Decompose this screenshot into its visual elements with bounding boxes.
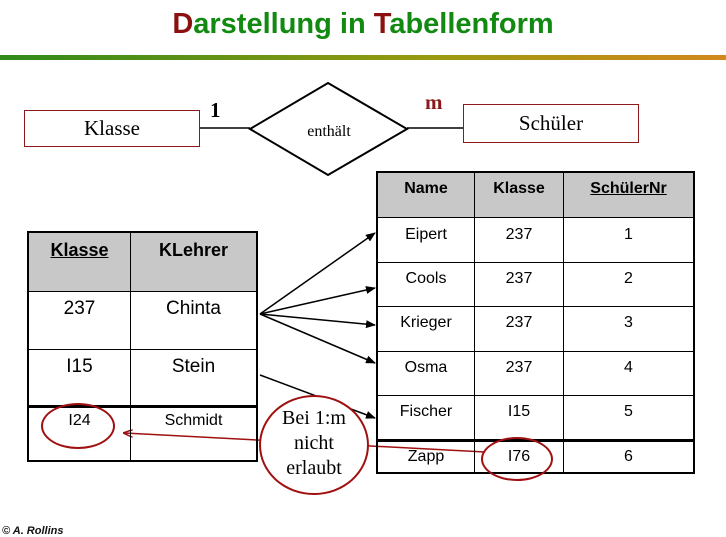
klasse-header-klehrer: KLehrer <box>130 231 258 292</box>
schueler-klasse-cell: 237 <box>474 261 564 307</box>
title-divider <box>0 55 726 60</box>
title-initial-d: D <box>172 8 194 40</box>
note-circle <box>259 395 369 495</box>
schueler-name-cell: Krieger <box>376 305 475 352</box>
entity-klasse: Klasse <box>24 110 200 147</box>
entity-schueler: Schüler <box>463 104 639 143</box>
title-initial-t: T <box>373 8 390 40</box>
schueler-header-klasse: Klasse <box>474 171 564 218</box>
schueler-name-cell: Zapp <box>376 439 475 474</box>
schueler-header-name: Name <box>376 171 475 218</box>
invalid-value-circle-i76 <box>481 437 553 481</box>
page-title: Darstellung in Tabellenform <box>0 8 726 41</box>
klasse-cell: 237 <box>27 290 131 350</box>
title-part-1: arstellung in <box>193 8 374 40</box>
fk-arrow-2 <box>259 286 376 315</box>
cardinality-many: m <box>425 90 443 114</box>
schueler-name-cell: Eipert <box>376 216 475 263</box>
copyright: © A. Rollins <box>2 525 64 537</box>
relationship-label: enthält <box>307 123 351 140</box>
schueler-table: Name Klasse SchülerNr Eipert 237 1 Cools… <box>376 171 695 474</box>
schueler-nr-cell: 2 <box>563 261 695 307</box>
schueler-nr-cell: 3 <box>563 305 695 352</box>
schueler-nr-cell: 5 <box>563 394 695 441</box>
cardinality-one: 1 <box>210 98 221 122</box>
schueler-klasse-cell: 237 <box>474 350 564 396</box>
schueler-name-cell: Cools <box>376 261 475 307</box>
fk-arrow-3 <box>259 313 376 329</box>
invalid-value-circle-i24 <box>41 403 115 449</box>
klehrer-cell: Stein <box>130 348 258 407</box>
note-line-3: erlaubt <box>286 457 342 479</box>
klasse-table: Klasse KLehrer 237 Chinta I15 Stein I24 … <box>27 231 258 462</box>
schueler-nr-cell: 1 <box>563 216 695 263</box>
schueler-header-nr: SchülerNr <box>563 171 695 218</box>
title-part-2: abellenform <box>389 8 554 40</box>
note-text: Bei 1:m nicht erlaubt <box>259 406 369 481</box>
fk-arrow-4 <box>259 313 376 364</box>
schueler-nr-cell: 4 <box>563 350 695 396</box>
note-line-1: Bei 1:m <box>282 407 346 429</box>
note-line-2: nicht <box>294 432 334 454</box>
schueler-name-cell: Fischer <box>376 394 475 441</box>
klehrer-cell: Schmidt <box>130 405 258 462</box>
schueler-name-cell: Osma <box>376 350 475 396</box>
schueler-klasse-cell: 237 <box>474 305 564 352</box>
klasse-cell: I15 <box>27 348 131 407</box>
klehrer-cell: Chinta <box>130 290 258 350</box>
schueler-klasse-cell: I15 <box>474 394 564 441</box>
schueler-nr-cell: 6 <box>563 439 695 474</box>
schueler-klasse-cell: 237 <box>474 216 564 263</box>
fk-arrow-1 <box>259 232 376 315</box>
klasse-header-klasse: Klasse <box>27 231 131 292</box>
